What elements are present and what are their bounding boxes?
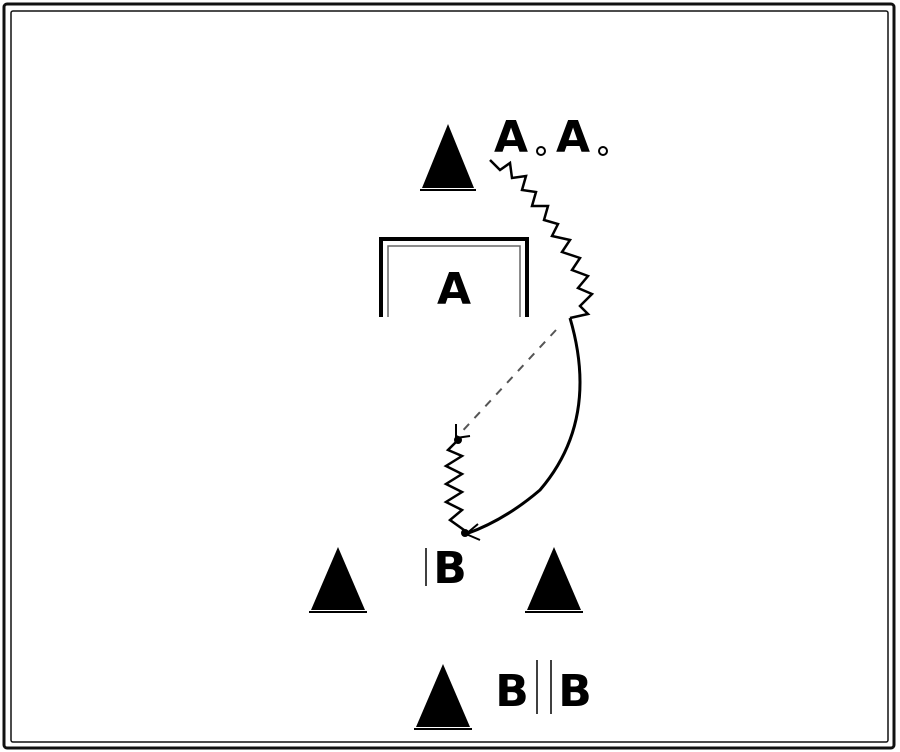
run-path-curve: [465, 317, 582, 536]
ball-icon: [461, 529, 469, 537]
cone-icon: [525, 547, 583, 613]
pass-path-dashed: [455, 329, 557, 439]
goal-label: A: [437, 264, 471, 315]
marker-dot: [598, 146, 608, 156]
ball-icon: [454, 436, 462, 444]
goal-icon: [379, 237, 529, 317]
cone-icon: [420, 124, 476, 191]
dribble-path-a: [489, 159, 595, 320]
player-a2-label: A: [556, 112, 590, 163]
cone-icon: [414, 664, 472, 730]
player-b2-label: B: [558, 666, 592, 717]
marker-dot: [536, 146, 546, 156]
player-b1-label: B: [495, 666, 529, 717]
player-b-center-label: B: [433, 543, 467, 594]
cone-icon: [309, 547, 367, 613]
dribble-path-b: [443, 439, 465, 532]
player-a1-label: A: [494, 112, 528, 163]
